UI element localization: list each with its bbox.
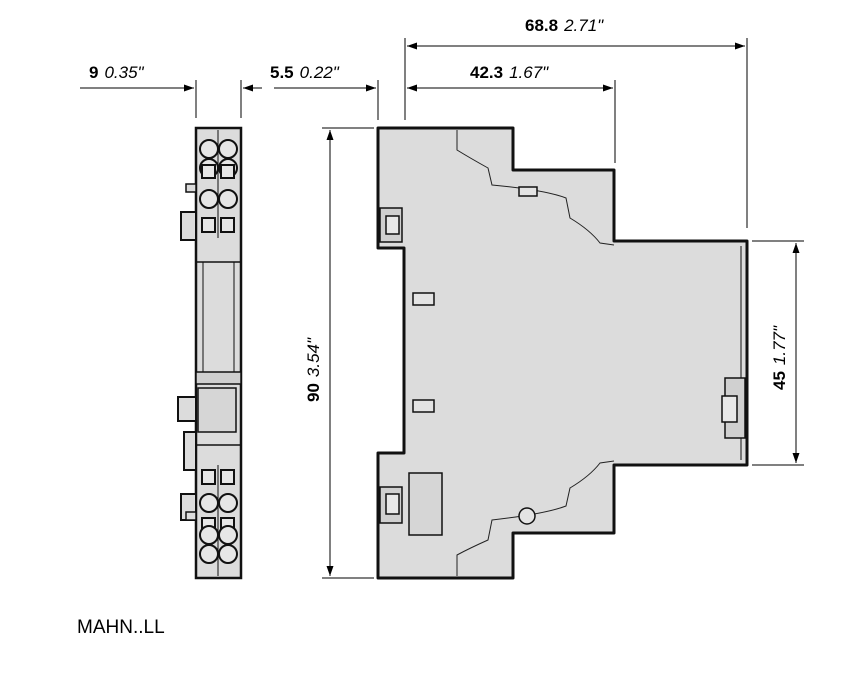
- dim-total-height: 90 3.54": [304, 127, 374, 579]
- dim-partial-width: 42.3 1.67": [407, 63, 616, 163]
- svg-text:451.77": 45 1.77": [770, 325, 789, 390]
- dim-gap-mm: 5.5: [270, 63, 294, 82]
- dim-partial-height-mm: 45: [770, 371, 789, 390]
- dim-gap: 5.5 0.22": [270, 63, 379, 120]
- dim-total-height-mm: 90: [304, 383, 323, 402]
- dim-total-width-inch: 2.71": [563, 16, 604, 35]
- dim-partial-height-inch: 1.77": [770, 325, 789, 365]
- svg-text:903.54": 90 3.54": [304, 337, 323, 402]
- model-label: MAHN..LL: [77, 617, 165, 638]
- dim-partial-width-inch: 1.67": [509, 63, 549, 82]
- svg-text:42.31.67": 42.3 1.67": [470, 63, 549, 82]
- dim-total-height-inch: 3.54": [304, 337, 323, 377]
- dim-partial-width-mm: 42.3: [470, 63, 503, 82]
- dim-side-width-inch: 0.35": [104, 63, 144, 82]
- dim-total-width: 68.8 2.71": [404, 16, 748, 228]
- dim-total-width-mm: 68.8: [525, 16, 558, 35]
- front-view: [376, 126, 749, 580]
- dim-side-width-mm: 9: [89, 63, 98, 82]
- side-view: [177, 126, 243, 580]
- svg-text:68.82.71": 68.8 2.71": [525, 16, 604, 35]
- svg-text:5.50.22": 5.5 0.22": [270, 63, 340, 82]
- svg-text:90.35": 9 0.35": [89, 63, 145, 82]
- dim-gap-inch: 0.22": [300, 63, 340, 82]
- dim-side-width: 9 0.35": [80, 63, 262, 118]
- dim-partial-height: 45 1.77": [752, 240, 804, 466]
